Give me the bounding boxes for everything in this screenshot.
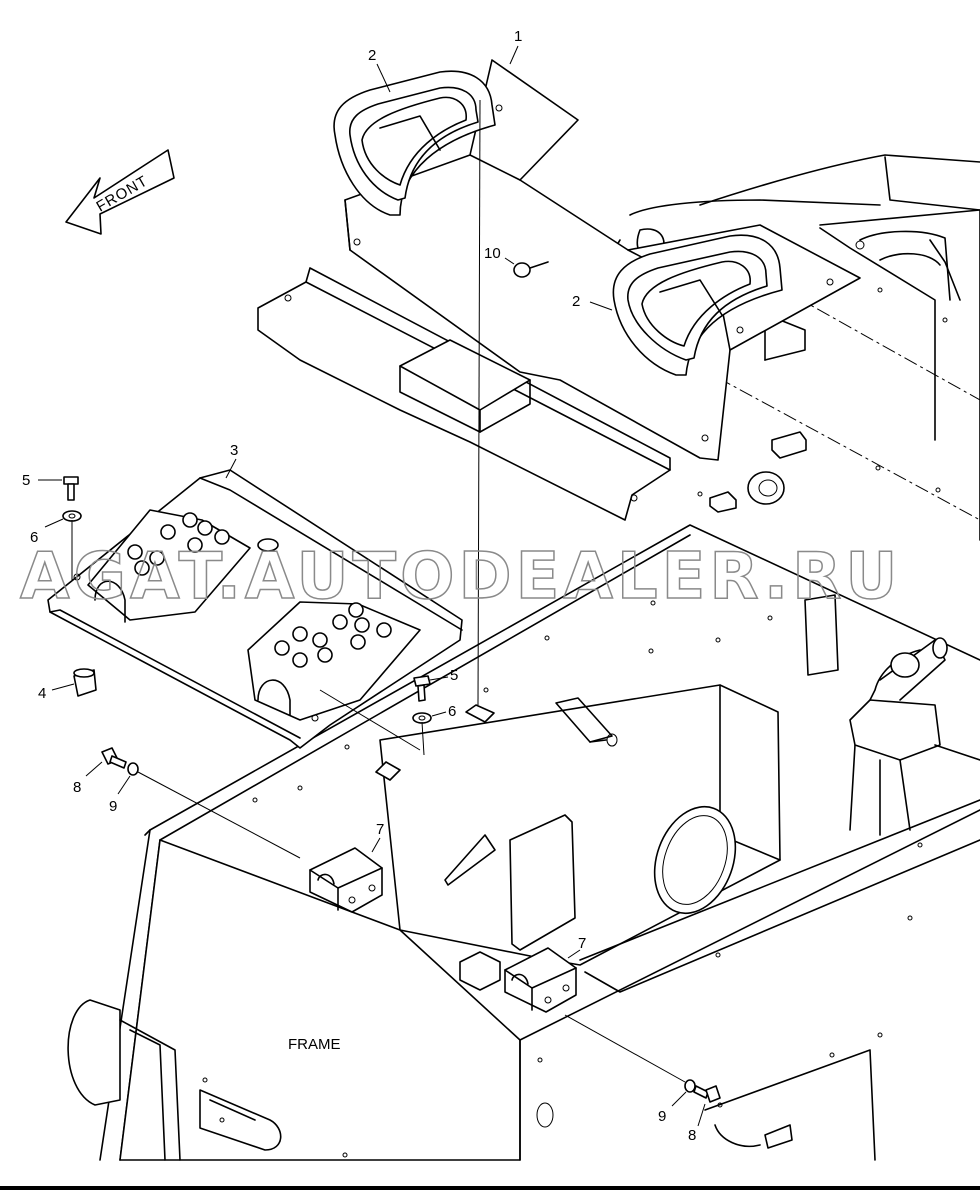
part-6-washer-lower [412, 712, 432, 724]
floor-clip [465, 704, 495, 723]
callout-5b: 5 [450, 667, 458, 684]
part-8-bolt-upper [101, 747, 127, 769]
callout-8a: 8 [73, 779, 81, 796]
watermark: AGAT.AUTODEALER.RU [20, 540, 901, 614]
part-8-bolt-lower [693, 1085, 721, 1103]
callouts: 1 2 2 10 3 5 6 4 5 6 8 9 7 7 9 8 [22, 28, 706, 1144]
assembly-line-5 [319, 689, 421, 751]
floor-clip-2 [375, 761, 401, 781]
part-7-bracket-upper [309, 847, 383, 913]
part-5-bolt-lower [413, 675, 431, 702]
frame-label: FRAME [288, 1036, 341, 1053]
part-6-washer-upper [62, 510, 82, 522]
frame-floor-plate [144, 465, 980, 1058]
callout-7b: 7 [578, 935, 586, 952]
part-1-bracket-plate [344, 59, 861, 461]
right-hinge-assembly [804, 594, 980, 836]
callout-6a: 6 [30, 529, 38, 546]
assembly-line-7 [564, 1014, 686, 1083]
callout-8b: 8 [688, 1127, 696, 1144]
assembly-line-1 [477, 99, 481, 706]
callout-5a: 5 [22, 472, 30, 489]
assembly-line-4 [421, 721, 425, 756]
lower-support-bracket [257, 267, 671, 521]
part-5-bolt-upper [63, 476, 79, 501]
callout-4: 4 [38, 685, 46, 702]
part-3-step-plate [47, 469, 463, 749]
frame-lug [459, 951, 501, 991]
callout-7a: 7 [376, 821, 384, 838]
frame-center-block [379, 684, 781, 966]
part-2-handle-left [333, 70, 496, 216]
callout-9b: 9 [658, 1108, 666, 1125]
callout-2b: 2 [572, 293, 580, 310]
callout-10: 10 [484, 245, 501, 262]
part-9-washer-upper [127, 762, 139, 776]
part-4-bushing [73, 668, 97, 697]
front-direction-arrow: FRONT [65, 149, 175, 235]
callout-9a: 9 [109, 798, 117, 815]
part-10-plug [504, 257, 549, 278]
callout-3: 3 [230, 442, 238, 459]
lower-main-frame: FRAME [67, 799, 980, 1161]
part-9-washer-lower [684, 1079, 696, 1093]
spacer-parts [709, 431, 807, 513]
bottom-border [0, 1186, 980, 1190]
part-7-bracket-lower [504, 947, 577, 1013]
callout-1: 1 [514, 28, 522, 45]
assembly-line-6 [137, 771, 301, 859]
part-2-handle-right [612, 234, 783, 376]
callout-6b: 6 [448, 703, 456, 720]
callout-2a: 2 [368, 47, 376, 64]
